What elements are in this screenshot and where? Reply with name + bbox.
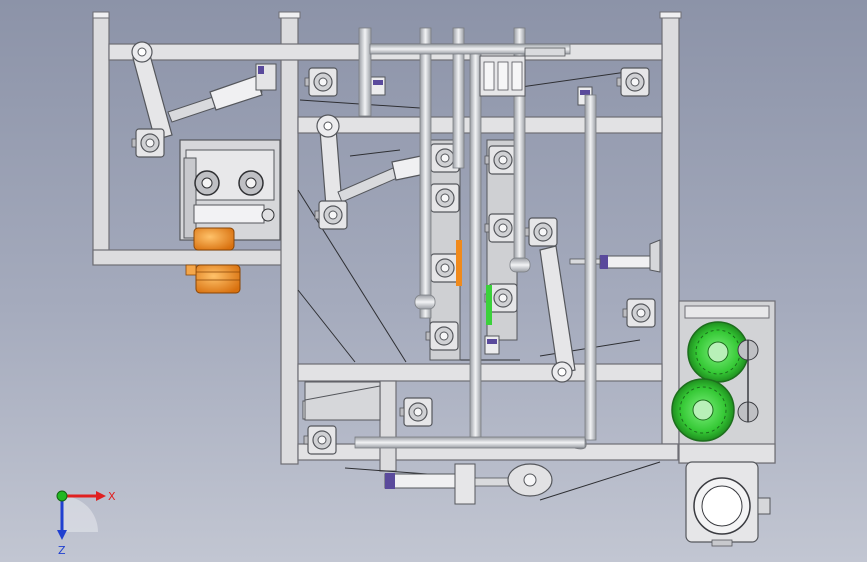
gearbox-center-right[interactable] bbox=[524, 217, 558, 247]
bottom-pneumatic-cylinder[interactable] bbox=[384, 463, 553, 505]
gearbox-bottom-center[interactable] bbox=[399, 397, 433, 427]
right-small-cylinder[interactable] bbox=[569, 239, 661, 273]
left-pneumatic-cylinder[interactable] bbox=[167, 63, 277, 123]
axis-x-label: X bbox=[108, 490, 116, 503]
angled-link-arm[interactable] bbox=[539, 245, 576, 383]
gearbox-right-middle[interactable] bbox=[622, 298, 656, 328]
gear-sprockets bbox=[737, 339, 759, 423]
block-top-1[interactable] bbox=[370, 76, 386, 96]
center-swing-arm[interactable] bbox=[316, 114, 343, 208]
gearbox-top-right[interactable] bbox=[616, 67, 650, 97]
frame-right-column[interactable] bbox=[659, 11, 682, 445]
bottom-right-motor[interactable] bbox=[685, 461, 771, 547]
gearbox-left-upper[interactable] bbox=[131, 128, 165, 158]
orange-drive-motor[interactable] bbox=[185, 227, 241, 294]
bottom-ramp[interactable] bbox=[304, 381, 381, 421]
left-drive-housing[interactable] bbox=[179, 139, 281, 241]
axis-z-label: Z bbox=[58, 544, 66, 557]
left-swing-arm[interactable] bbox=[131, 41, 173, 141]
frame-central-column[interactable] bbox=[278, 11, 301, 465]
gearbox-bottom-left[interactable] bbox=[303, 425, 337, 455]
top-valve-manifold[interactable] bbox=[479, 47, 566, 97]
roller-stack-left[interactable] bbox=[425, 139, 462, 361]
coordinate-triad-icon: X Z bbox=[56, 490, 116, 557]
piping-system[interactable] bbox=[354, 27, 597, 450]
roller-stack-right[interactable] bbox=[484, 139, 518, 355]
gearbox-top-1[interactable] bbox=[304, 67, 338, 97]
gearbox-center-left[interactable] bbox=[314, 200, 348, 230]
green-gear-lower[interactable] bbox=[671, 378, 735, 442]
